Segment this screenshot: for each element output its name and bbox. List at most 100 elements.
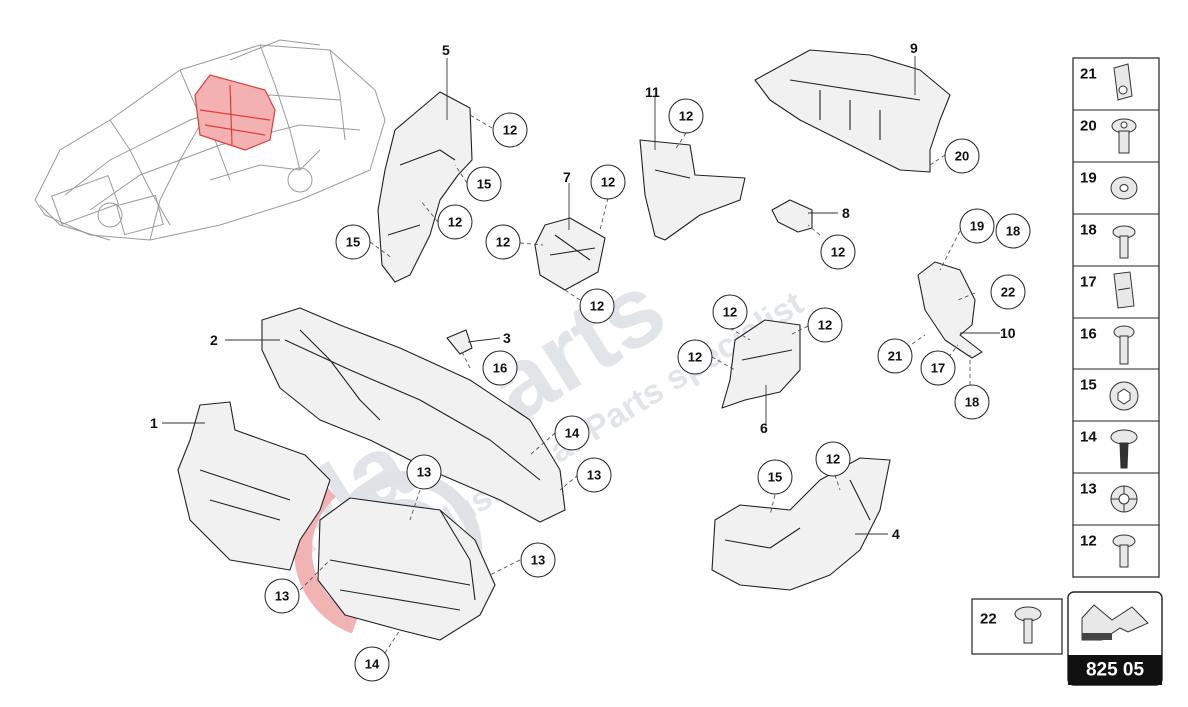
callout-label: 12: [679, 109, 693, 124]
part-5-shape: [377, 91, 473, 283]
washer-icon: [1110, 176, 1138, 200]
part-label-6: 6: [760, 420, 768, 436]
callout-circle: 12: [579, 288, 615, 324]
callout-label: 14: [365, 657, 380, 672]
callout-circle: 15: [757, 459, 793, 495]
part-label-5: 5: [442, 42, 450, 58]
extra-legend-box: 22: [971, 598, 1063, 655]
callout-label: 19: [970, 219, 984, 234]
callout-circle: 22: [990, 274, 1026, 310]
callout-label: 13: [275, 589, 289, 604]
part-label-7: 7: [563, 169, 571, 185]
callout-label: 12: [601, 175, 615, 190]
callout-label: 12: [590, 299, 604, 314]
speed-nut-icon: [1110, 485, 1138, 513]
callout-circle: 13: [520, 542, 556, 578]
callout-circle: 13: [406, 454, 442, 490]
callout-label: 12: [723, 305, 737, 320]
legend-num: 17: [1080, 274, 1097, 291]
part-number-labels: 5 7 11 9 8 10 6 4 2 3 1: [150, 40, 1016, 542]
legend-num: 15: [1080, 377, 1097, 394]
callout-circle: 18: [954, 384, 990, 420]
legend-num: 22: [980, 611, 997, 628]
legend-num: 20: [1080, 118, 1097, 135]
callout-circle: 19: [959, 208, 995, 244]
part-3-shape: [446, 329, 473, 355]
callout-label: 12: [826, 452, 840, 467]
part-shapes: [177, 49, 983, 641]
callout-circle: 12: [820, 234, 856, 270]
part-11-shape: [639, 139, 746, 241]
callout-circle: 12: [437, 204, 473, 240]
part-label-1: 1: [150, 415, 158, 431]
legend-num: 19: [1080, 170, 1097, 187]
part-label-2: 2: [210, 332, 218, 348]
part-label-10: 10: [1000, 325, 1016, 341]
callout-circle: 14: [354, 646, 390, 682]
part-label-9: 9: [910, 40, 918, 56]
part-6-shape: [721, 319, 801, 409]
part-label-11: 11: [645, 84, 660, 100]
callout-circle: 21: [877, 338, 913, 374]
part-7-shape: [534, 217, 606, 291]
part-label-3: 3: [503, 330, 511, 346]
part-1-shape: [177, 401, 331, 571]
callout-label: 12: [831, 245, 845, 260]
part-label-8: 8: [842, 205, 850, 221]
clip-nut-icon: [1113, 63, 1133, 101]
torx-bolt-icon: [1113, 325, 1135, 365]
callout-circle: 12: [492, 112, 528, 148]
flange-screw-icon: [1111, 118, 1137, 154]
callout-circle: 12: [590, 164, 626, 200]
callout-label: 14: [565, 426, 580, 441]
callout-label: 22: [1001, 285, 1015, 300]
page-code-badge: 825 05: [1067, 591, 1163, 686]
spring-clip-icon: [1113, 271, 1135, 309]
callout-label: 15: [768, 470, 782, 485]
callouts: 12 15 12 15 12 12 12 12 20 12 18 19 22 1…: [264, 98, 1031, 682]
part-9-shape: [754, 49, 951, 173]
torx-screw-icon: [1112, 534, 1136, 568]
part-2-shape: [261, 307, 566, 523]
callout-circle: 12: [677, 339, 713, 375]
fastener-legend: 21 20 19 18 17 16 15: [1072, 57, 1160, 578]
page-code: 825 05: [1086, 660, 1145, 681]
callout-label: 20: [955, 149, 969, 164]
highlighted-underbody-panels: [194, 74, 276, 151]
callout-label: 15: [477, 177, 491, 192]
callout-label: 12: [496, 235, 510, 250]
callout-label: 18: [1006, 224, 1020, 239]
callout-circle: 12: [485, 224, 521, 260]
part-8-shape: [771, 199, 813, 233]
legend-num: 14: [1080, 429, 1097, 446]
leader-lines: [162, 56, 1000, 535]
washer-screw-icon: [1014, 606, 1042, 644]
legend-num: 13: [1080, 481, 1097, 498]
callout-label: 21: [888, 349, 902, 364]
callout-circle: 18: [995, 213, 1031, 249]
callout-label: 13: [587, 468, 601, 483]
callout-circle: 16: [482, 350, 518, 386]
callout-label: 12: [688, 350, 702, 365]
callout-circle: 14: [554, 415, 590, 451]
part-10-shape: [917, 261, 983, 359]
hex-socket-icon: [1109, 381, 1139, 411]
part-4-shape: [711, 457, 891, 591]
undercover-block-shape: [317, 497, 496, 641]
callout-label: 13: [417, 465, 431, 480]
expansion-rivet-icon: [1110, 429, 1138, 469]
callout-circle: 15: [335, 224, 371, 260]
callout-circle: 13: [264, 578, 300, 614]
callout-circle: 12: [815, 441, 851, 477]
part-label-4: 4: [892, 526, 900, 542]
callout-label: 15: [346, 235, 360, 250]
callout-label: 13: [531, 553, 545, 568]
callout-circle: 13: [576, 457, 612, 493]
callout-circle: 12: [712, 294, 748, 330]
callout-label: 17: [931, 361, 945, 376]
direction-arrow-icon: [1081, 604, 1149, 641]
callout-label: 18: [965, 395, 979, 410]
legend-num: 12: [1080, 533, 1097, 550]
callout-circle: 17: [920, 350, 956, 386]
